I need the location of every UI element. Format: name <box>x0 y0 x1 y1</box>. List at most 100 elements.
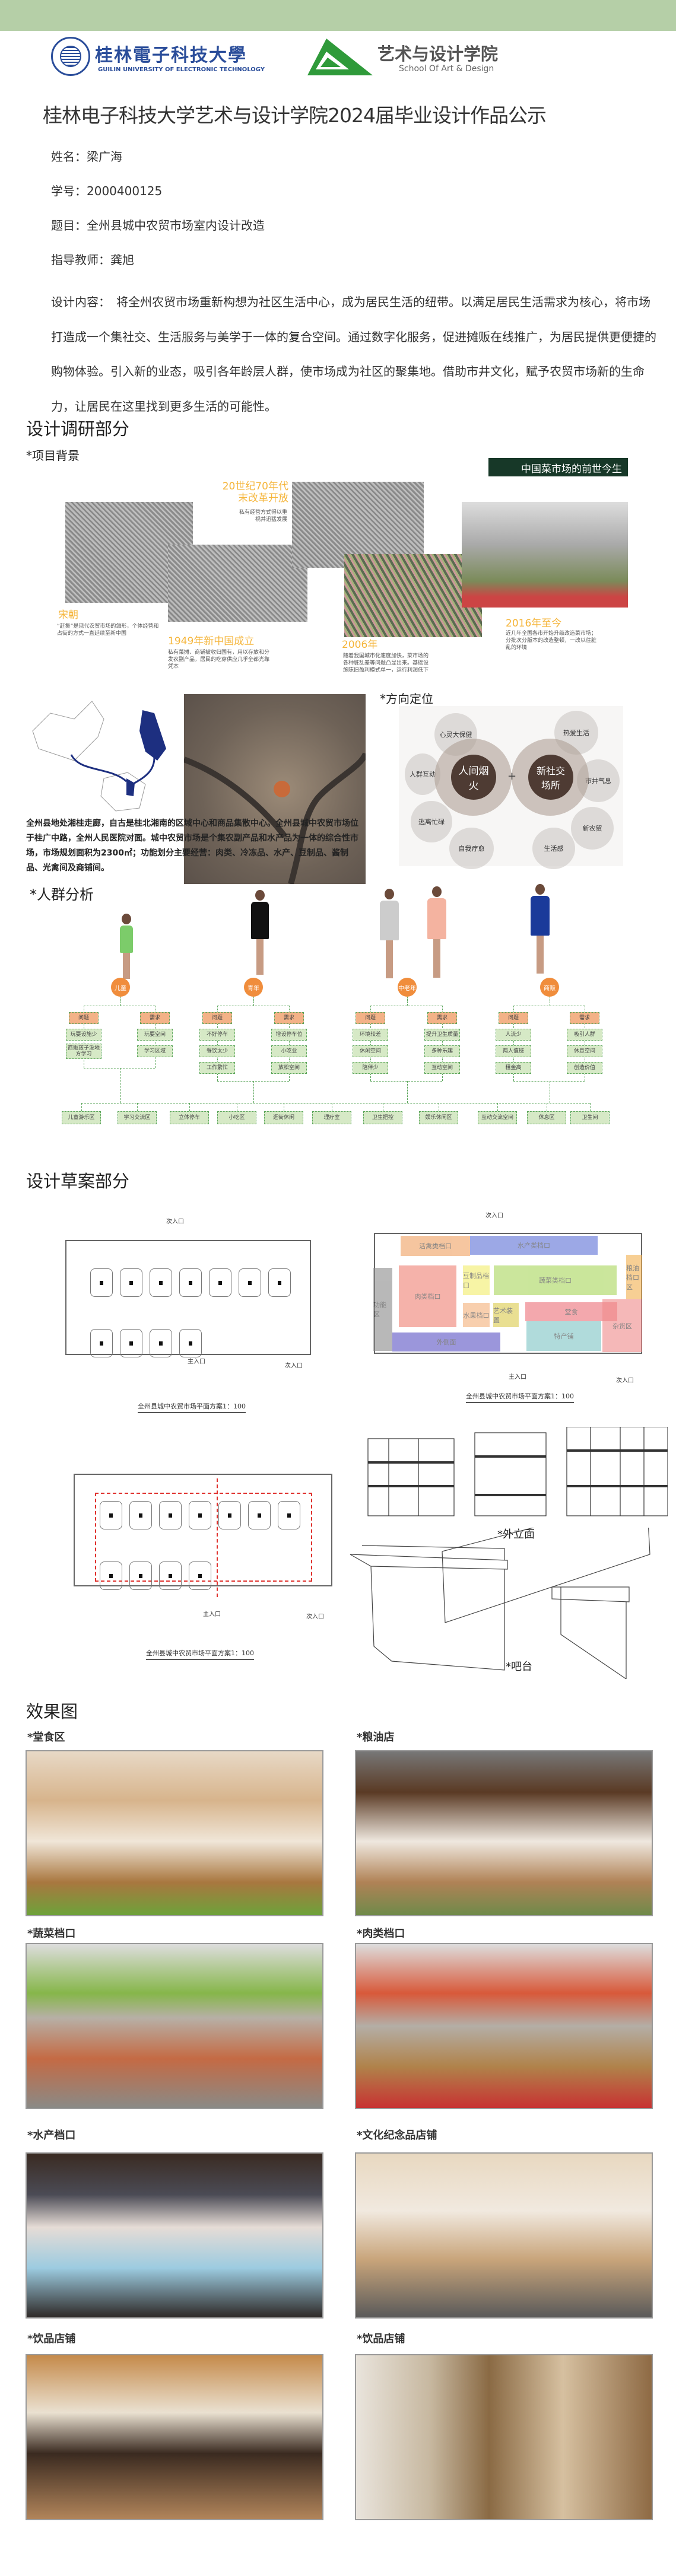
render-label: *蔬菜档口 <box>27 1928 76 1940</box>
timeline-year: 1949年新中国成立 <box>168 635 255 647</box>
crowd-label: *人群分析 <box>30 886 94 903</box>
person-illustration <box>425 886 449 978</box>
connector <box>497 1103 498 1111</box>
bar-counter-sketch <box>350 1528 650 1679</box>
outcome-item: 学习交流区 <box>118 1111 157 1124</box>
crowd-item: 环境较差 <box>353 1029 388 1041</box>
outcome-item: 儿童游乐区 <box>62 1111 101 1124</box>
entrance-label: 次入口 <box>485 1213 503 1219</box>
crowd-item: 互动空间 <box>424 1062 460 1074</box>
university-name-cn: 桂林電子科技大學 <box>95 45 247 66</box>
crowd-item: 学习区域 <box>137 1045 173 1057</box>
photo-1949-market <box>168 545 307 622</box>
plan-zone: 特产铺 <box>526 1321 601 1351</box>
market-stall <box>218 1501 241 1529</box>
timeline-text: 私有菜摊、商铺被收归国有，用以存放和分发农副产品，居民的吃穿供应几乎全都光靠凭本 <box>168 650 270 670</box>
render-label: *堂食区 <box>27 1731 65 1744</box>
market-stall <box>179 1329 202 1357</box>
china-map-icon <box>32 701 166 812</box>
crowd-need-header: 需求 <box>427 1012 457 1024</box>
petal: 新农贸 <box>571 807 614 850</box>
connector <box>407 1081 408 1103</box>
plan-zone: 艺术装置 <box>493 1303 519 1327</box>
circulation-path <box>95 1493 312 1582</box>
crowd-item: 小吃业 <box>271 1045 307 1057</box>
school-name-en: School Of Art & Design <box>399 64 494 74</box>
entrance-label: 主入口 <box>203 1611 221 1618</box>
direction-diagram: 心灵大保健 人群互动 逃离忙碌 自我疗愈 热爱生活 市井气息 新农贸 生活感 人… <box>399 706 623 869</box>
entrance-label: 次入口 <box>166 1219 184 1225</box>
render-label: *粮油店 <box>357 1731 395 1744</box>
plan-zone: 水产类档口 <box>470 1236 598 1255</box>
advisor: 指导教师：龚旭 <box>51 253 134 267</box>
timeline-text: 私有经营方式得以重视并迅猛发展 <box>239 510 287 523</box>
connector <box>370 1081 442 1082</box>
connector <box>407 997 408 1006</box>
connector <box>137 1103 138 1111</box>
timeline-year: 2006年 <box>342 639 378 651</box>
crowd-item: 提升卫生质量 <box>424 1029 460 1041</box>
plan-caption: 全州县城中农贸市场平面方案1：100 <box>138 1401 246 1413</box>
outcome-item: 立体停车 <box>170 1111 209 1124</box>
location-description: 全州县地处湘桂走廊，自古是桂北湘南的区域中心和商品集散中心。全州县城中农贸市场位… <box>26 819 358 873</box>
entrance-label: 次入口 <box>306 1614 324 1620</box>
market-stall <box>100 1501 122 1529</box>
render-label: *饮品店铺 <box>357 2333 405 2345</box>
market-stall <box>248 1501 271 1529</box>
page-title: 桂林电子科技大学艺术与设计学院2024届毕业设计作品公示 <box>43 104 547 127</box>
connector <box>370 1006 371 1081</box>
petal: 自我疗愈 <box>449 828 494 869</box>
market-stall <box>150 1268 172 1297</box>
outcome-item: 逛街休闲 <box>264 1111 303 1124</box>
market-stall <box>150 1329 172 1357</box>
plan-zone: 水果档口 <box>463 1303 490 1327</box>
core-right: 新社交场所 <box>528 755 573 800</box>
plan-zone: 豆制品档口 <box>463 1265 490 1295</box>
crowd-item: 租金高 <box>496 1062 531 1074</box>
draft-heading: 设计草案部分 <box>26 1171 130 1191</box>
student-name: 姓名：梁广海 <box>51 150 122 164</box>
market-stall <box>100 1561 122 1590</box>
timeline-title: 中国菜市场的前世今生 <box>488 458 628 476</box>
render-image <box>26 1943 323 2109</box>
floor-plan-1 <box>65 1240 311 1355</box>
crowd-problem-header: 问题 <box>499 1012 528 1024</box>
plan-zone: 粮油档口区 <box>626 1255 642 1299</box>
connector <box>189 1103 190 1111</box>
core-left: 人间烟火 <box>451 755 496 800</box>
facade-sketch <box>367 1427 668 1516</box>
petal: 热爱生活 <box>554 711 598 755</box>
crowd-item: 多种乐趣 <box>424 1045 460 1057</box>
crowd-item: 人流少 <box>496 1029 531 1041</box>
render-label: *肉类档口 <box>357 1928 405 1940</box>
crowd-problem-header: 问题 <box>356 1012 385 1024</box>
connector <box>217 1081 289 1082</box>
crowd-item: 吸引人群 <box>567 1029 602 1041</box>
crowd-group-badge: 商贩 <box>540 978 559 997</box>
crowd-problem-header: 问题 <box>69 1012 99 1024</box>
render-image <box>355 2354 653 2520</box>
connector <box>120 1068 121 1103</box>
entrance-label: 主入口 <box>509 1374 526 1381</box>
person-illustration <box>115 914 138 979</box>
crowd-item: 玩耍设施少 <box>66 1029 101 1041</box>
timeline-year: 2016年至今 <box>506 618 562 629</box>
photo-modern-market <box>462 502 628 608</box>
facade-label: *外立面 <box>497 1528 535 1541</box>
render-label: *文化纪念品店铺 <box>357 2129 437 2142</box>
render-image <box>26 2354 323 2520</box>
floor-plan-circulation <box>74 1474 332 1586</box>
outcome-item: 休息区 <box>527 1111 566 1124</box>
plan-caption: 全州县城中农贸市场平面方案1：100 <box>466 1391 574 1403</box>
plan-zone: 功能区 <box>373 1268 392 1351</box>
circulation-path <box>217 1478 218 1597</box>
connector <box>217 1006 218 1081</box>
crowd-group-badge: 儿童 <box>111 978 130 997</box>
university-seal-logo <box>51 37 90 76</box>
market-stall <box>90 1268 113 1297</box>
satellite-map <box>183 694 369 885</box>
plan-caption: 全州县城中农贸市场平面方案1：100 <box>146 1648 254 1660</box>
entrance-label: 次入口 <box>285 1363 303 1369</box>
market-stall <box>90 1329 113 1357</box>
person-illustration <box>528 884 552 974</box>
